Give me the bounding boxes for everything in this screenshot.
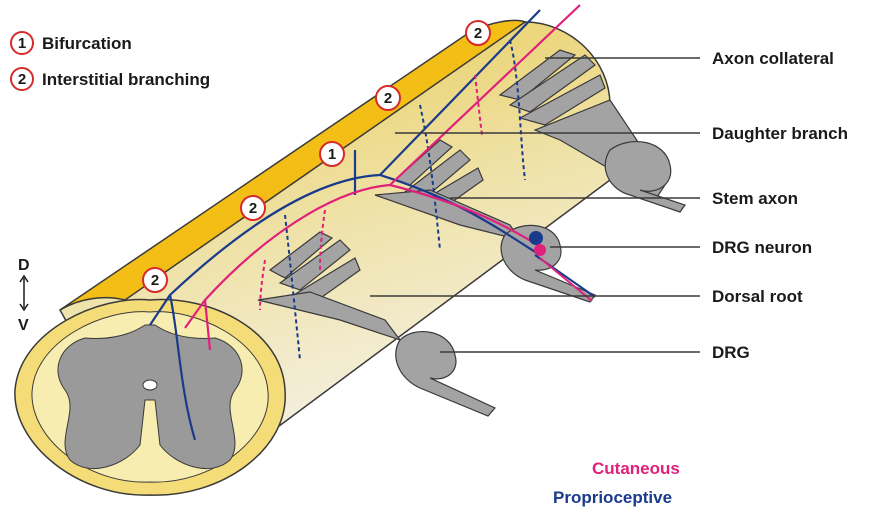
marker-interstitial-number: 2 <box>249 200 257 217</box>
legend-number: 2 <box>18 71 26 88</box>
label-stem-axon: Stem axon <box>712 189 798 208</box>
marker-interstitial-2: 2 <box>376 86 400 110</box>
drg-ganglion-near <box>396 332 495 416</box>
label-daughter-branch: Daughter branch <box>712 124 848 143</box>
marker-interstitial-number: 2 <box>151 272 159 289</box>
orientation-indicator: D V <box>18 257 30 334</box>
legend-item-bifurcation: 1 Bifurcation <box>11 32 132 54</box>
label-drg: DRG <box>712 343 750 362</box>
ventral-label: V <box>18 317 29 334</box>
marker-bifurcation-number: 1 <box>328 146 336 163</box>
proprioceptive-label: Proprioceptive <box>553 488 672 507</box>
legend-label: Bifurcation <box>42 34 132 53</box>
marker-interstitial-number: 2 <box>384 90 392 107</box>
legend-number: 1 <box>18 35 26 52</box>
marker-interstitial-3: 2 <box>241 196 265 220</box>
marker-bifurcation: 1 <box>320 142 344 166</box>
marker-interstitial-1: 2 <box>466 21 490 45</box>
label-drg-neuron: DRG neuron <box>712 238 812 257</box>
label-dorsal-root: Dorsal root <box>712 287 803 306</box>
label-axon-collateral: Axon collateral <box>712 49 834 68</box>
central-canal <box>143 380 157 390</box>
cutaneous-soma <box>534 244 546 256</box>
marker-interstitial-4: 2 <box>143 268 167 292</box>
marker-interstitial-number: 2 <box>474 25 482 42</box>
proprioceptive-soma <box>529 231 543 245</box>
drg-ganglion-far <box>605 142 685 212</box>
legend-label: Interstitial branching <box>42 70 210 89</box>
legend-item-interstitial: 2 Interstitial branching <box>11 68 210 90</box>
cutaneous-label: Cutaneous <box>592 459 680 478</box>
legend: 1 Bifurcation 2 Interstitial branching <box>11 32 210 90</box>
dorsal-label: D <box>18 257 30 274</box>
